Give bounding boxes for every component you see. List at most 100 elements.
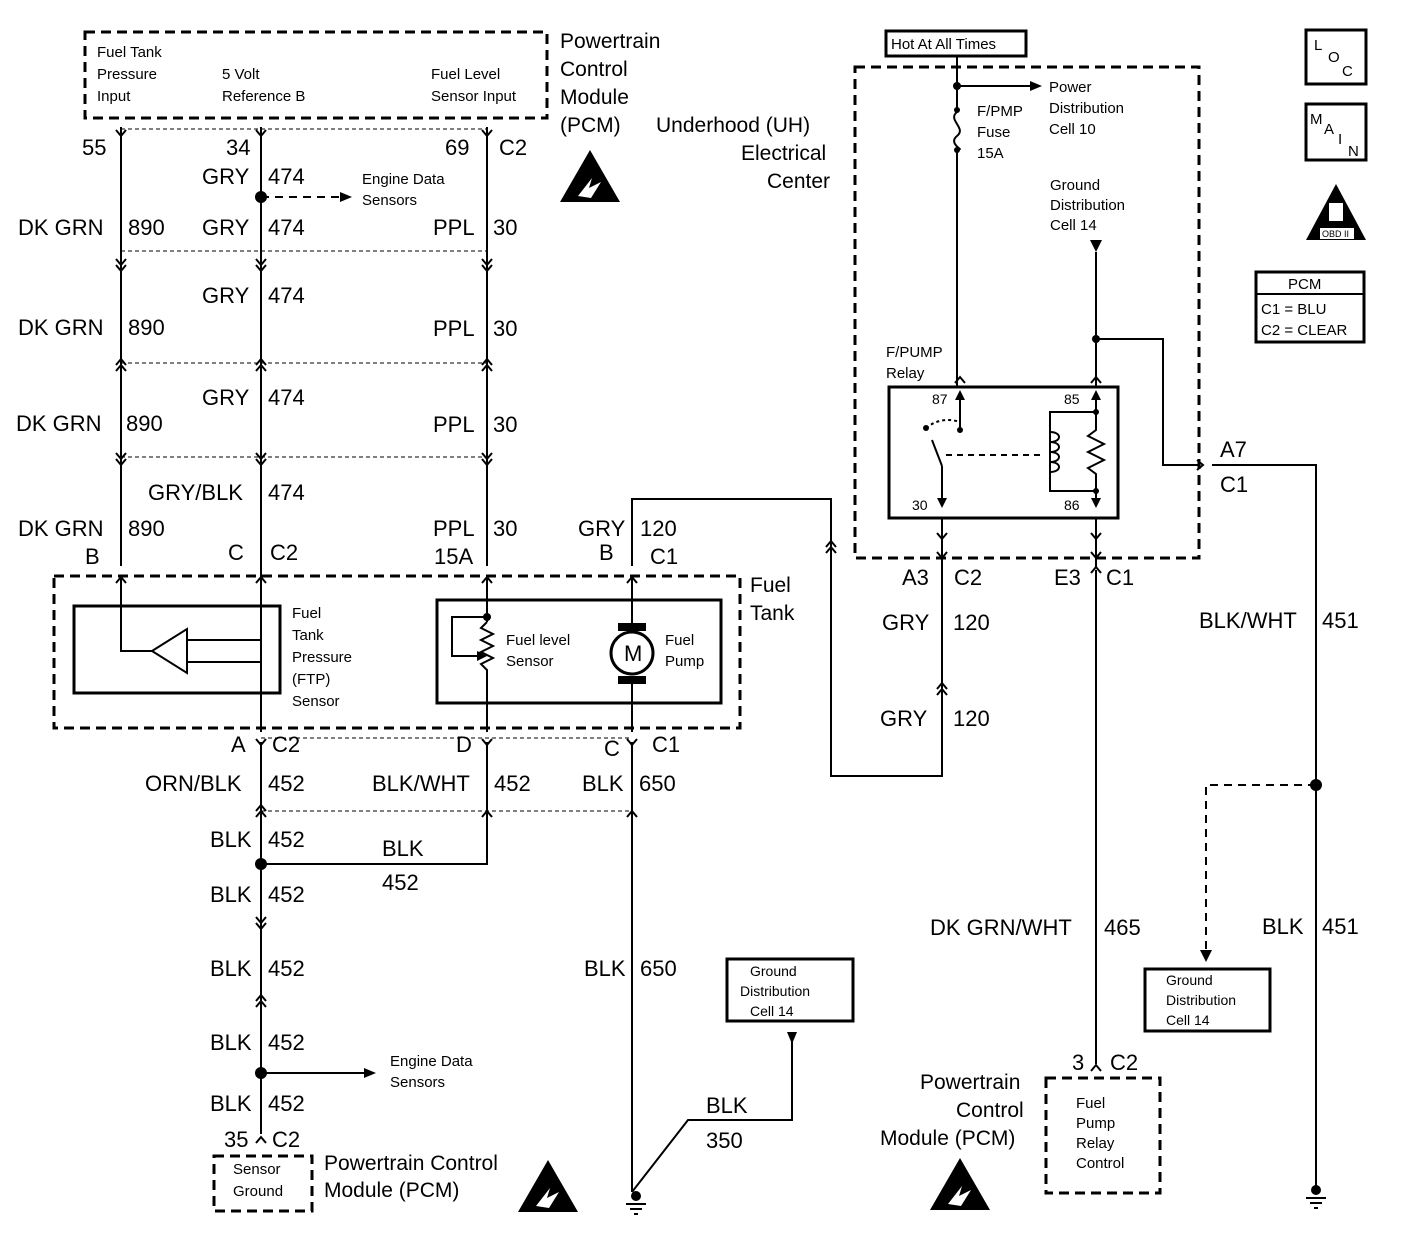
fuel-pump-relay xyxy=(887,385,1120,520)
level-pump-module xyxy=(435,598,723,705)
ground-dist-uh-1: Ground xyxy=(1050,177,1100,194)
label-120-1: 120 xyxy=(640,516,677,541)
ftp-sensor xyxy=(72,604,282,695)
label-blk-451: BLK xyxy=(1262,914,1304,939)
pin-34: 34 xyxy=(226,135,250,160)
label-gry-120-3: GRY xyxy=(880,706,928,731)
conn-c2-pcm-right: C2 xyxy=(1110,1050,1138,1075)
label-gry-3: GRY xyxy=(202,283,250,308)
loc-c: C xyxy=(1342,63,1353,80)
relay-pin-86: 86 xyxy=(1064,497,1080,513)
main-n: N xyxy=(1348,143,1359,160)
label-gry-1: GRY xyxy=(202,164,250,189)
uh-title-2: Electrical xyxy=(741,142,826,165)
gnd-left-1: Ground xyxy=(750,963,797,979)
pcm-title-4: (PCM) xyxy=(560,114,621,137)
label-452-2: 452 xyxy=(494,771,531,796)
legend-pcm-title: PCM xyxy=(1288,276,1321,293)
power-dist-2: Distribution xyxy=(1049,100,1124,117)
conn-c2-uh: C2 xyxy=(954,565,982,590)
label-blk-4: BLK xyxy=(210,1030,252,1055)
pump-label-2: Pump xyxy=(665,653,704,670)
label-452-3: 452 xyxy=(268,827,305,852)
pin-69: 69 xyxy=(445,135,469,160)
loc-l: L xyxy=(1314,37,1322,54)
pin-c-pump: C xyxy=(604,736,620,761)
ftp-input-label-3: Input xyxy=(97,88,131,105)
conn-c1-bottom: C1 xyxy=(652,732,680,757)
ftp-label-5: Sensor xyxy=(292,693,340,710)
main-a: A xyxy=(1324,121,1334,138)
fuel-tank-title-1: Fuel xyxy=(750,574,791,597)
sensor-ground-1: Sensor xyxy=(233,1161,281,1178)
gnd-left-3: Cell 14 xyxy=(750,1003,794,1019)
sensor-ground-2: Ground xyxy=(233,1183,283,1200)
pin-a: A xyxy=(231,732,246,757)
label-blkwht-451: BLK/WHT xyxy=(1199,608,1297,633)
label-30-1: 30 xyxy=(493,215,517,240)
ftp-input-label-1: Fuel Tank xyxy=(97,44,162,61)
pin-b: B xyxy=(85,544,100,569)
pcm-bl-title-1: Powertrain Control xyxy=(324,1152,498,1175)
engine-data-sensors-bottom-2: Sensors xyxy=(390,1074,445,1091)
engine-data-sensors-top-1: Engine Data xyxy=(362,171,445,188)
label-blk-1: BLK xyxy=(210,827,252,852)
power-dist-3: Cell 10 xyxy=(1049,121,1096,138)
legend-c1: C1 = BLU xyxy=(1261,301,1326,318)
pin-15a: 15A xyxy=(434,544,473,569)
label-650-1: 650 xyxy=(639,771,676,796)
gnd-right-3: Cell 14 xyxy=(1166,1012,1210,1028)
relay-pin-30: 30 xyxy=(912,497,928,513)
main-icon: M A I N xyxy=(1304,102,1368,162)
label-890-3: 890 xyxy=(126,411,163,436)
loc-o: O xyxy=(1328,49,1340,66)
pcm-title-1: Powertrain xyxy=(560,30,660,53)
label-452-6: 452 xyxy=(268,1030,305,1055)
fuel-level-input-label-1: Fuel Level xyxy=(431,66,500,83)
relay-label-1: F/PUMP xyxy=(886,344,943,361)
fprc-2: Pump xyxy=(1076,1115,1115,1132)
fuel-tank-title-2: Tank xyxy=(750,602,795,625)
label-ornblk: ORN/BLK xyxy=(145,771,242,796)
label-blk-3: BLK xyxy=(210,956,252,981)
pcm-title-2: Control xyxy=(560,58,628,81)
gnd-right-1: Ground xyxy=(1166,972,1213,988)
ftp-label-3: Pressure xyxy=(292,649,352,666)
label-blk-650-2: BLK xyxy=(584,956,626,981)
relay-label-2: Relay xyxy=(886,365,925,382)
label-474-5: 474 xyxy=(268,480,305,505)
pin-b-pump: B xyxy=(599,540,614,565)
label-30-4: 30 xyxy=(493,516,517,541)
loc-icon: L O C xyxy=(1304,28,1368,86)
label-blk-2: BLK xyxy=(210,882,252,907)
pcm-connector-legend: PCM C1 = BLU C2 = CLEAR xyxy=(1254,270,1366,344)
relay-coil xyxy=(1049,431,1060,473)
conn-c1-uh: C1 xyxy=(1106,565,1134,590)
pin-a7: A7 xyxy=(1220,437,1247,462)
label-ppl-2: PPL xyxy=(433,316,475,341)
legend-c2: C2 = CLEAR xyxy=(1261,322,1347,339)
pin-c: C xyxy=(228,540,244,565)
pin-35: 35 xyxy=(224,1127,248,1152)
obd-ii-icon: OBD II xyxy=(1306,184,1366,240)
pcm-bl-title-2: Module (PCM) xyxy=(324,1179,459,1202)
pump-label-1: Fuel xyxy=(665,632,694,649)
label-dkgrn-3: DK GRN xyxy=(16,411,102,436)
label-dkgrn-1: DK GRN xyxy=(18,215,104,240)
label-890-2: 890 xyxy=(128,315,165,340)
fprc-3: Relay xyxy=(1076,1135,1115,1152)
pin-a3: A3 xyxy=(902,565,929,590)
label-474-1: 474 xyxy=(268,164,305,189)
uh-title-1: Underhood (UH) xyxy=(656,114,810,137)
label-gry-120: GRY xyxy=(578,516,626,541)
ground-distribution-box-right: Ground Distribution Cell 14 xyxy=(1143,967,1272,1033)
label-gryblk: GRY/BLK xyxy=(148,480,243,505)
label-dkgrn-2: DK GRN xyxy=(18,315,104,340)
level-label-1: Fuel level xyxy=(506,632,570,649)
label-blk-mid: BLK xyxy=(382,836,424,861)
relay-pin-85: 85 xyxy=(1064,391,1080,407)
label-451-1: 451 xyxy=(1322,608,1359,633)
fuse-symbol xyxy=(953,111,961,150)
uh-title-3: Center xyxy=(767,170,830,193)
